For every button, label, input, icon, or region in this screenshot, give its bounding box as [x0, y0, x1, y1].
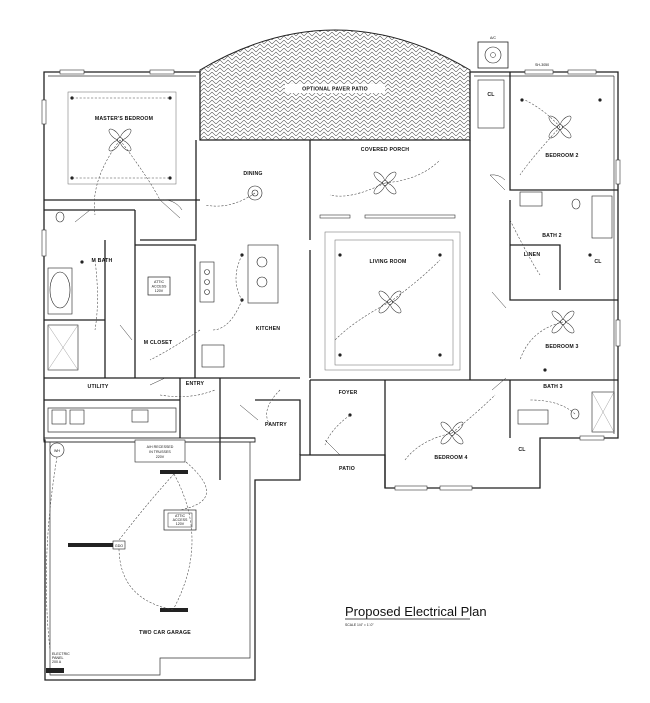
ac-unit: A/C SH-3050 — [477, 36, 549, 69]
circuit-wiring — [72, 97, 576, 461]
room-garage: TWO CAR GARAGE — [139, 630, 191, 636]
kitchen-attic-3: 120V — [155, 289, 164, 293]
ceiling-fan-living — [378, 290, 402, 314]
room-foyer: FOYER — [339, 390, 358, 396]
ceiling-fan-master — [108, 128, 132, 152]
plan-scale: SCALE 1/4" = 1'-0" — [345, 623, 374, 627]
interior-walls — [44, 72, 618, 488]
title-block: Proposed Electrical Plan SCALE 1/4" = 1'… — [345, 604, 487, 627]
kitchen-attic-2: ACCESS — [152, 285, 167, 289]
room-master-bedroom: MASTER'S BEDROOM — [95, 116, 153, 122]
room-labels: MASTER'S BEDROOM DINING COVERED PORCH CL… — [88, 92, 603, 636]
paver-patio-label: OPTIONAL PAVER PATIO — [302, 87, 368, 93]
ah-note-1: A/H RECESSED — [147, 445, 174, 449]
door-swings — [74, 174, 507, 456]
room-m-bath: M BATH — [92, 258, 113, 264]
gdo-label: GDO — [115, 544, 123, 548]
exterior-walls — [43, 71, 619, 681]
plan-title: Proposed Electrical Plan — [345, 604, 487, 619]
room-pantry: PANTRY — [265, 422, 287, 428]
optional-paver-patio: OPTIONAL PAVER PATIO — [199, 29, 471, 141]
room-bedroom4: BEDROOM 4 — [434, 455, 467, 461]
ac-label: A/C — [490, 36, 496, 40]
kitchen-attic-1: ATTIC — [154, 280, 165, 284]
room-closet-b4: CL — [518, 447, 526, 453]
ah-note-2: IN TRUSSES — [149, 450, 171, 454]
panel-label-1: ELECTRIC — [52, 652, 70, 656]
ceiling-fans — [108, 115, 575, 445]
light-fixtures — [70, 96, 602, 417]
room-entry: ENTRY — [186, 381, 205, 387]
room-bedroom2: BEDROOM 2 — [545, 153, 578, 159]
plumbing-fixtures: ATTIC ACCESS 120V — [47, 79, 615, 433]
garage: GDO A/H RECESSED IN TRUSSES 220V ATTIC A… — [46, 439, 251, 676]
panel-label-3: 200 A — [52, 660, 62, 664]
room-covered-porch: COVERED PORCH — [361, 147, 409, 153]
room-bath2: BATH 2 — [542, 233, 562, 239]
room-bath3: BATH 3 — [543, 384, 563, 390]
attic-access-1: ATTIC — [175, 514, 186, 518]
room-utility: UTILITY — [88, 384, 109, 390]
ceiling-fan-porch — [373, 171, 397, 195]
room-closet-top: CL — [487, 92, 495, 98]
room-patio-front: PATIO — [339, 466, 355, 472]
windows — [41, 69, 621, 491]
ceiling-trays — [67, 91, 461, 371]
room-bedroom3: BEDROOM 3 — [545, 344, 578, 350]
attic-access-2: ACCESS — [173, 518, 188, 522]
room-kitchen: KITCHEN — [256, 326, 281, 332]
ah-note-3: 220V — [156, 455, 165, 459]
attic-access-3: 120V — [176, 522, 185, 526]
room-dining: DINING — [243, 171, 262, 177]
sheet-tag: SH-3050 — [535, 63, 549, 67]
room-living: LIVING ROOM — [369, 259, 406, 265]
ceiling-fan-bedroom3 — [551, 310, 575, 334]
room-linen: LINEN — [524, 252, 541, 258]
water-heater-label: WH — [54, 449, 60, 453]
room-closet-mid: CL — [594, 259, 602, 265]
room-m-closet: M CLOSET — [144, 340, 173, 346]
panel-label-2: PANEL — [52, 656, 64, 660]
